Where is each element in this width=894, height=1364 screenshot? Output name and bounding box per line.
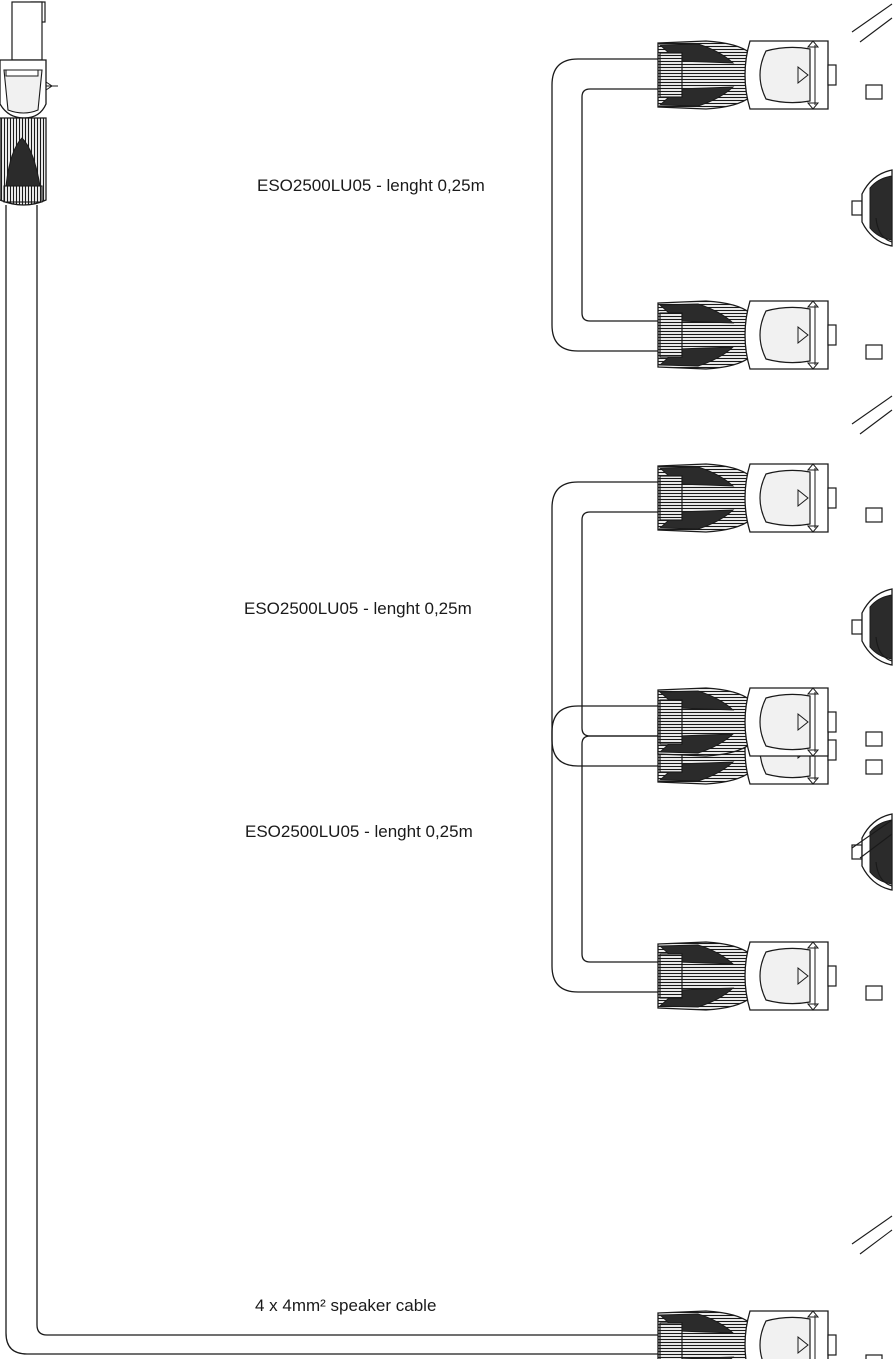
jumper-3-connector-bottom [657, 941, 883, 1011]
connector-tab [865, 507, 883, 523]
break-mark-2 [851, 395, 893, 435]
connector-band [3, 185, 43, 203]
connector-contact [827, 965, 837, 987]
connector-latch-arrow [797, 1335, 809, 1355]
connector-latch-arrow [797, 966, 809, 986]
jumper-cable-label-1: ESO2500LU05 - lenght 0,25m [257, 176, 485, 195]
connector-marker-bottom [806, 525, 820, 533]
cable-layer [5, 58, 660, 1355]
jumper-1-connector-bottom [657, 300, 883, 370]
break-mark-line [859, 833, 893, 859]
connector-marker-bottom [806, 749, 820, 757]
connector-contact [827, 739, 837, 761]
connector-marker-top [806, 941, 820, 949]
connector-logo-plate [5, 69, 39, 77]
connector-tab [865, 1354, 883, 1364]
jumper-cable-label-3: ESO2500LU05 - lenght 0,25m [245, 822, 473, 841]
connector-marker-top [806, 40, 820, 48]
socket-flange [869, 594, 893, 660]
break-mark-line [851, 395, 893, 425]
connector-marker-bottom [806, 1003, 820, 1011]
connector-marker-bottom [806, 102, 820, 110]
socket-flange [869, 819, 893, 885]
connector-latch [3, 69, 43, 114]
jumper-cable-3 [551, 705, 660, 993]
connector-marker-top [806, 300, 820, 308]
break-mark-line [859, 1229, 893, 1255]
connector-tab [865, 344, 883, 360]
jumper-outer-edge [551, 58, 660, 352]
socket-lever [875, 636, 893, 662]
jumper-cable-2 [551, 481, 660, 767]
main-cable-label: 4 x 4mm² speaker cable [255, 1296, 437, 1315]
connector-band [659, 699, 683, 745]
connector-latch-arrow [797, 325, 809, 345]
main-speaker-cable [5, 205, 660, 1355]
break-mark-line [859, 17, 893, 43]
main-cable-outer-edge [5, 205, 660, 1355]
main-cable-end-connector [657, 1310, 883, 1364]
connector-latch [759, 469, 811, 527]
connector-tab [865, 731, 883, 747]
jumper-3-connector-top [657, 687, 883, 757]
break-mark-line [851, 819, 893, 849]
connector-tab [865, 985, 883, 1001]
connector-band [659, 475, 683, 521]
connector-marker-top [806, 463, 820, 471]
jumper-outer-edge [551, 481, 660, 767]
jumper-inner-edge [581, 88, 660, 322]
break-mark-line [851, 3, 893, 33]
connector-band [659, 52, 683, 98]
jumper-2-connector-top [657, 463, 883, 533]
break-mark-4 [851, 1215, 893, 1255]
jumper-inner-edge [581, 511, 660, 737]
jumper-inner-edge [581, 735, 660, 963]
jumper-cable-label-2: ESO2500LU05 - lenght 0,25m [244, 599, 472, 618]
break-mark-line [851, 1215, 893, 1245]
connector-marker-bottom [806, 777, 820, 785]
connector-latch [759, 1316, 811, 1364]
connector-latch-arrow [797, 712, 809, 732]
main-cable-start-connector [0, 1, 58, 206]
connector-contact [827, 64, 837, 86]
connector-boot-shade [5, 137, 41, 187]
connector-marker-top [806, 687, 820, 695]
connector-latch-arrow [797, 65, 809, 85]
connector-contact [827, 324, 837, 346]
socket-lever [875, 217, 893, 243]
socket-pin [851, 200, 863, 216]
jumper-3-speaker-socket [851, 813, 893, 891]
connector-band [659, 1322, 683, 1364]
connector-latch-arrow [797, 488, 809, 508]
connector-latch [759, 693, 811, 751]
connector-band [659, 953, 683, 999]
main-cable-inner-edge [36, 205, 660, 1336]
jumper-1-connector-top [657, 40, 883, 110]
jumper-2-speaker-socket [851, 588, 893, 666]
connector-latch [759, 46, 811, 104]
connector-contact [827, 1334, 837, 1356]
connector-latch [759, 947, 811, 1005]
break-mark-1 [851, 3, 893, 43]
connector-contact [11, 1, 43, 61]
break-mark-3 [851, 819, 893, 859]
connector-marker-bottom [806, 362, 820, 370]
connector-contact [827, 711, 837, 733]
connector-marker-top [806, 1310, 820, 1318]
jumper-1-speaker-socket [851, 169, 893, 247]
socket-lever [875, 861, 893, 887]
connector-latch [759, 306, 811, 364]
jumper-cable-1 [551, 58, 660, 352]
connector-contact [827, 487, 837, 509]
break-mark-line [859, 409, 893, 435]
connector-band [659, 312, 683, 358]
connector-tab [865, 759, 883, 775]
jumper-outer-edge [551, 705, 660, 993]
socket-flange [869, 175, 893, 241]
connector-tab [865, 84, 883, 100]
socket-pin [851, 619, 863, 635]
